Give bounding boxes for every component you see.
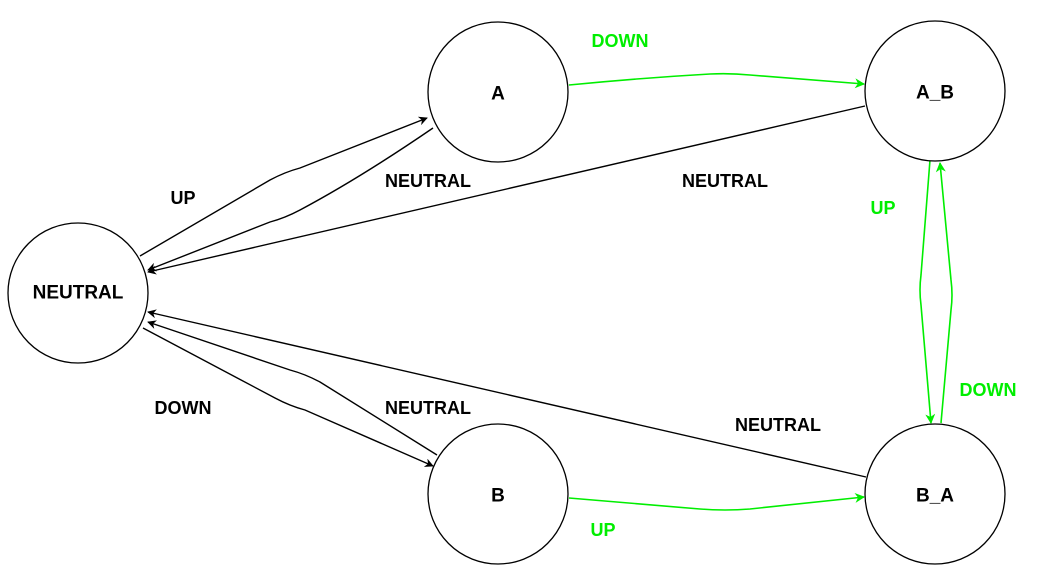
label-b-a-to-a-b: DOWN (960, 380, 1017, 400)
label-a-b-to-b-a: UP (870, 198, 895, 218)
edge-b-to-neutral (147, 320, 438, 456)
state-label-b-a: B_A (916, 486, 954, 507)
edge-a-b-to-neutral (147, 105, 866, 275)
edge-neutral-to-b (142, 327, 434, 467)
label-neutral-to-b: DOWN (155, 398, 212, 418)
edge-b-to-b-a (568, 492, 865, 511)
state-label-neutral: NEUTRAL (33, 283, 124, 304)
label-a-b-to-neutral: NEUTRAL (682, 171, 768, 191)
state-label-b: B (491, 486, 505, 507)
state-label-a-b: A_B (916, 83, 954, 104)
label-b-to-b-a: UP (590, 520, 615, 540)
edge-a-b-to-b-a (919, 159, 936, 424)
label-b-to-neutral: NEUTRAL (385, 398, 471, 418)
edge-a-to-neutral (147, 127, 434, 272)
label-a-to-a-b: DOWN (592, 31, 649, 51)
edge-b-a-to-a-b (935, 162, 953, 424)
edge-b-a-to-neutral (147, 309, 867, 478)
label-b-a-to-neutral: NEUTRAL (735, 415, 821, 435)
state-node-b-a: B_A (864, 423, 1006, 565)
edge-a-to-a-b (568, 72, 865, 89)
state-node-a: A (427, 21, 569, 163)
label-neutral-to-a: UP (170, 188, 195, 208)
state-label-a: A (491, 84, 505, 105)
state-node-neutral: NEUTRAL (7, 222, 149, 364)
edge-neutral-to-a (139, 116, 428, 257)
label-a-to-neutral: NEUTRAL (385, 171, 471, 191)
state-node-a-b: A_B (864, 20, 1006, 162)
state-node-b: B (427, 423, 569, 565)
